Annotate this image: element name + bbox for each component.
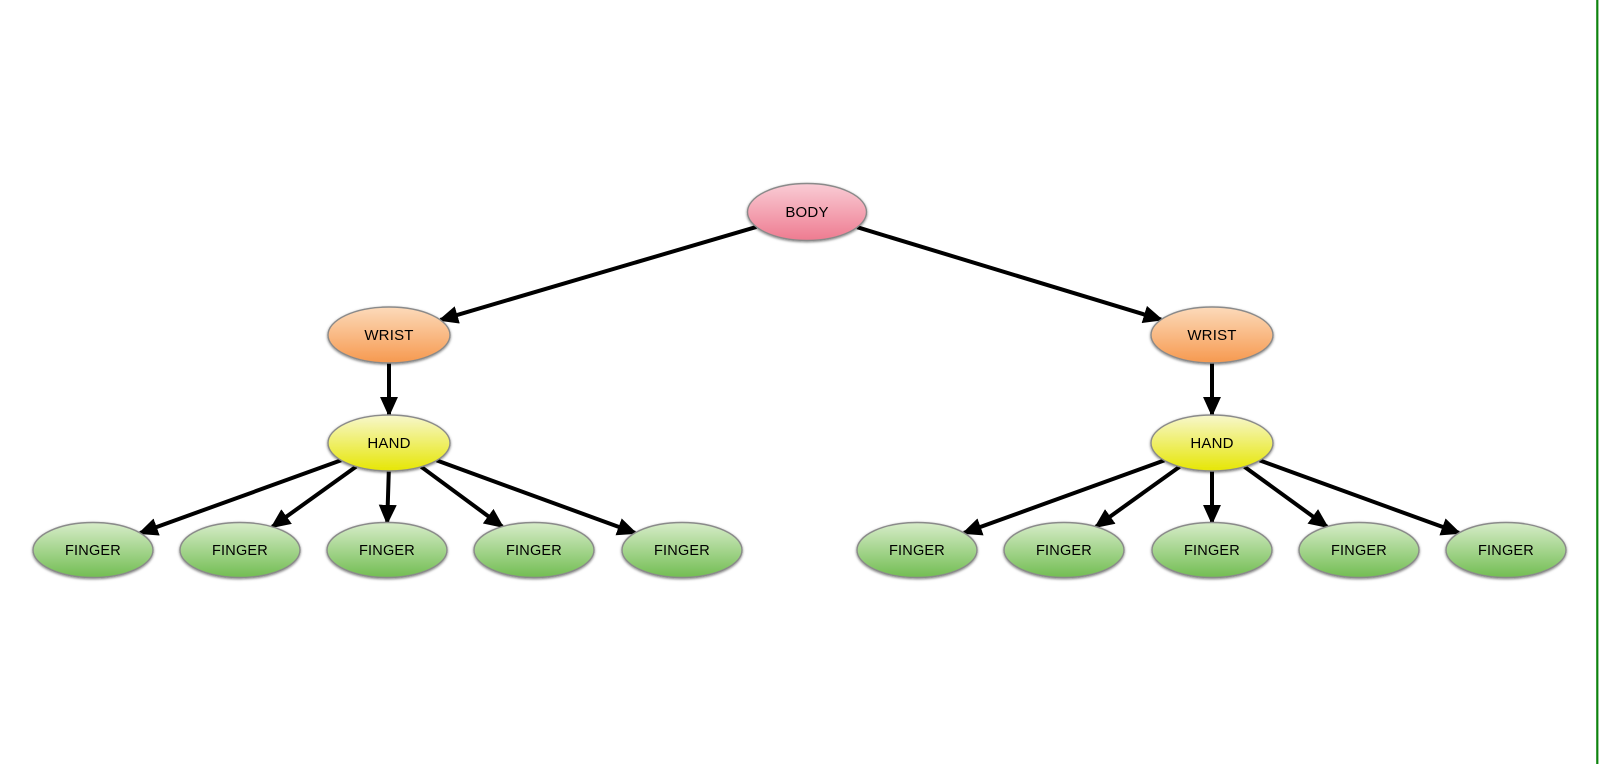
node-finger-left-3: FINGER xyxy=(326,521,448,579)
edge-hand-left-finger-3 xyxy=(378,470,397,525)
finger-left-5-ellipse xyxy=(621,521,743,579)
edge-hand-left-finger-2 xyxy=(270,464,358,529)
finger-right-3-ellipse xyxy=(1151,521,1273,579)
finger-right-2-ellipse xyxy=(1003,521,1125,579)
hand-right-label: HAND xyxy=(1190,435,1233,452)
wrist-right-ellipse xyxy=(1150,306,1274,364)
finger-right-5-ellipse xyxy=(1445,521,1567,579)
node-finger-right-2: FINGER xyxy=(1003,521,1125,579)
finger-left-3-ellipse xyxy=(326,521,448,579)
node-finger-right-4: FINGER xyxy=(1298,521,1420,579)
wrist-right-label: WRIST xyxy=(1187,327,1236,344)
edge-hand-right-finger-2 xyxy=(1094,465,1181,529)
finger-right-1-ellipse xyxy=(856,521,978,579)
edge-body-wrist-right xyxy=(856,225,1164,324)
finger-right-4-ellipse xyxy=(1298,521,1420,579)
finger-left-1-label: FINGER xyxy=(65,543,121,559)
edge-hand-left-finger-1 xyxy=(137,458,342,536)
node-body: BODY xyxy=(746,182,868,242)
wrist-left-ellipse xyxy=(327,306,451,364)
node-wrist-right: WRIST xyxy=(1150,306,1274,364)
node-finger-left-2: FINGER xyxy=(179,521,301,579)
hand-left-label: HAND xyxy=(367,435,410,452)
edge-hand-right-finger-4 xyxy=(1243,465,1329,529)
node-finger-right-3: FINGER xyxy=(1151,521,1273,579)
node-wrist-left: WRIST xyxy=(327,306,451,364)
hand-right-ellipse xyxy=(1150,414,1274,472)
node-hand-left: HAND xyxy=(327,414,451,472)
edge-group xyxy=(137,224,1462,536)
body-label: BODY xyxy=(785,204,828,221)
finger-right-3-label: FINGER xyxy=(1184,543,1240,559)
edge-hand-left-finger-4 xyxy=(420,465,505,529)
node-finger-left-4: FINGER xyxy=(473,521,595,579)
node-hand-right: HAND xyxy=(1150,414,1274,472)
node-finger-right-5: FINGER xyxy=(1445,521,1567,579)
finger-left-4-label: FINGER xyxy=(506,543,562,559)
right-edge-line xyxy=(1596,0,1599,764)
node-finger-left-5: FINGER xyxy=(621,521,743,579)
finger-right-2-label: FINGER xyxy=(1036,543,1092,559)
finger-left-3-label: FINGER xyxy=(359,543,415,559)
node-group: BODY WRIST WRIST HAND HAND FINGER xyxy=(32,182,1567,579)
edge-hand-right-finger-1 xyxy=(961,458,1165,536)
finger-left-4-ellipse xyxy=(473,521,595,579)
finger-right-1-label: FINGER xyxy=(889,543,945,559)
hand-left-ellipse xyxy=(327,414,451,472)
finger-left-1-ellipse xyxy=(32,521,154,579)
wrist-left-label: WRIST xyxy=(364,327,413,344)
body-ellipse xyxy=(746,182,868,242)
edge-hand-left-finger-5 xyxy=(436,458,638,536)
finger-right-5-label: FINGER xyxy=(1478,543,1534,559)
edge-hand-right-finger-5 xyxy=(1259,458,1462,536)
edge-body-wrist-left xyxy=(438,224,757,324)
finger-left-2-ellipse xyxy=(179,521,301,579)
finger-right-4-label: FINGER xyxy=(1331,543,1387,559)
node-finger-right-1: FINGER xyxy=(856,521,978,579)
finger-left-2-label: FINGER xyxy=(212,543,268,559)
finger-left-5-label: FINGER xyxy=(654,543,710,559)
node-finger-left-1: FINGER xyxy=(32,521,154,579)
